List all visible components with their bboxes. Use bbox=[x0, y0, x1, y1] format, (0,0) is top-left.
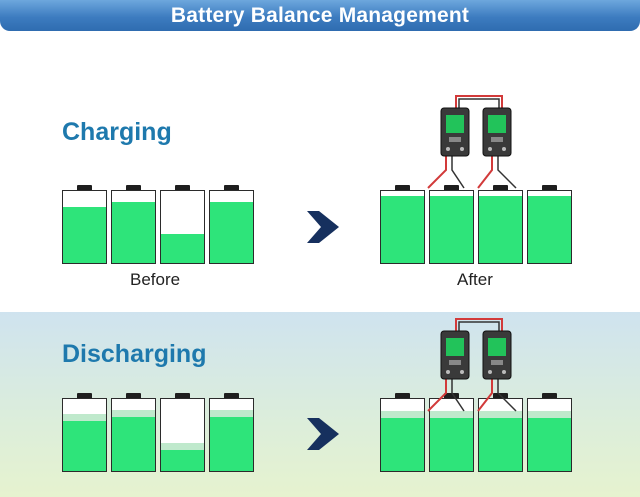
charging-after-battery-1 bbox=[380, 190, 425, 264]
balancer-module-icon bbox=[440, 107, 470, 157]
balancer-module-icon bbox=[482, 330, 512, 380]
battery-terminal bbox=[126, 185, 141, 190]
discharging-before-battery-1 bbox=[62, 398, 107, 472]
page-title: Battery Balance Management bbox=[170, 3, 470, 27]
battery-charge-level bbox=[63, 207, 106, 263]
discharging-balancer-wiring bbox=[427, 318, 517, 412]
battery-terminal bbox=[542, 185, 557, 190]
charging-before-battery-1 bbox=[62, 190, 107, 264]
charging-before-battery-4 bbox=[209, 190, 254, 264]
battery-terminal bbox=[175, 185, 190, 190]
battery-charge-level bbox=[528, 196, 571, 263]
battery-charge-level bbox=[63, 414, 106, 471]
battery-charge-level bbox=[479, 196, 522, 263]
battery-terminal bbox=[395, 393, 410, 398]
discharging-before-battery-2 bbox=[111, 398, 156, 472]
battery-terminal bbox=[224, 393, 239, 398]
balancer-module-icon bbox=[482, 107, 512, 157]
battery-terminal bbox=[175, 393, 190, 398]
charging-after-battery-2 bbox=[429, 190, 474, 264]
battery-charge-level bbox=[112, 410, 155, 471]
discharging-before-battery-3 bbox=[160, 398, 205, 472]
battery-terminal bbox=[493, 185, 508, 190]
discharging-after-battery-4 bbox=[527, 398, 572, 472]
charging-balancer-wiring bbox=[427, 95, 517, 189]
battery-terminal bbox=[444, 185, 459, 190]
charging-after-battery-3 bbox=[478, 190, 523, 264]
discharging-title: Discharging bbox=[62, 340, 207, 368]
battery-charge-level bbox=[161, 234, 204, 263]
battery-charge-level bbox=[112, 202, 155, 263]
battery-charge-level bbox=[210, 202, 253, 263]
charging-before-battery-2 bbox=[111, 190, 156, 264]
before-caption: Before bbox=[130, 270, 181, 289]
battery-terminal bbox=[77, 393, 92, 398]
discharging-before-battery-4 bbox=[209, 398, 254, 472]
battery-terminal bbox=[224, 185, 239, 190]
battery-charge-level bbox=[430, 196, 473, 263]
battery-terminal bbox=[395, 185, 410, 190]
battery-charge-level bbox=[381, 196, 424, 263]
battery-charge-level bbox=[430, 411, 473, 471]
charging-arrow-icon bbox=[307, 211, 339, 243]
battery-charge-level bbox=[161, 443, 204, 471]
charging-title: Charging bbox=[62, 118, 172, 146]
discharging-after-battery-2 bbox=[429, 398, 474, 472]
battery-terminal bbox=[126, 393, 141, 398]
charging-after-battery-4 bbox=[527, 190, 572, 264]
battery-terminal bbox=[77, 185, 92, 190]
title-banner: Battery Balance Management bbox=[0, 0, 640, 31]
balancer-module-icon bbox=[440, 330, 470, 380]
discharging-arrow-icon bbox=[307, 418, 339, 450]
battery-charge-level bbox=[479, 411, 522, 471]
battery-terminal bbox=[444, 393, 459, 398]
battery-charge-level bbox=[528, 411, 571, 471]
discharging-after-battery-1 bbox=[380, 398, 425, 472]
charging-before-battery-3 bbox=[160, 190, 205, 264]
battery-terminal bbox=[542, 393, 557, 398]
after-caption: After bbox=[457, 270, 493, 289]
battery-charge-level bbox=[381, 411, 424, 471]
battery-charge-level bbox=[210, 410, 253, 471]
